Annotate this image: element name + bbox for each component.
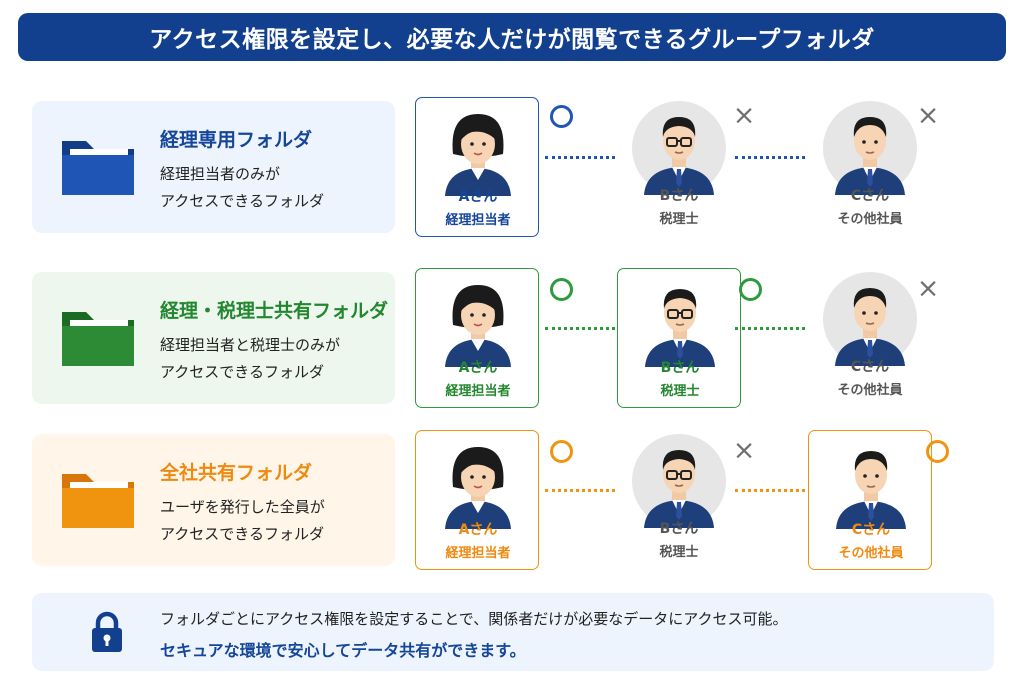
man-glasses-avatar-icon (632, 101, 726, 195)
person-a: Aさん 経理担当者 (415, 268, 539, 408)
folder-card: 経理専用フォルダ 経理担当者のみが アクセスできるフォルダ (32, 101, 395, 233)
info-note: フォルダごとにアクセス権限を設定することで、関係者だけが必要なデータにアクセス可… (32, 593, 994, 671)
person-c: Cさん その他社員 (808, 97, 932, 237)
access-allowed-icon (737, 276, 763, 302)
person-name: Aさん (458, 189, 498, 205)
folder-card: 経理・税理士共有フォルダ 経理担当者と税理士のみが アクセスできるフォルダ (32, 272, 395, 404)
person-name: Bさん (659, 521, 699, 537)
man-glasses-avatar-icon (645, 289, 715, 367)
access-allowed-icon (548, 438, 574, 464)
person-name: Aさん (458, 360, 498, 376)
person-b: Bさん 税理士 (617, 268, 741, 408)
connector-line (735, 156, 805, 159)
man-glasses-avatar-icon (632, 434, 726, 528)
person-role: 税理士 (660, 384, 700, 399)
access-denied-icon: × (732, 100, 756, 131)
person-name: Aさん (458, 522, 498, 538)
note-text: フォルダごとにアクセス権限を設定することで、関係者だけが必要なデータにアクセス可… (160, 610, 788, 628)
folder-icon (62, 141, 134, 195)
person-role: その他社員 (838, 546, 904, 561)
folder-description: ユーザを発行した全員が アクセスできるフォルダ (160, 498, 325, 543)
folder-icon (62, 312, 134, 366)
connector-line (545, 489, 615, 492)
person-role: 税理士 (659, 212, 699, 227)
person-a: Aさん 経理担当者 (415, 97, 539, 237)
folder-card: 全社共有フォルダ ユーザを発行した全員が アクセスできるフォルダ (32, 434, 395, 566)
woman-avatar-icon (445, 447, 511, 529)
person-role: 経理担当者 (445, 213, 511, 228)
access-allowed-icon (548, 276, 574, 302)
access-denied-icon: × (916, 100, 940, 131)
folder-icon (62, 474, 134, 528)
note-highlight: セキュアな環境で安心してデータ共有ができます。 (160, 641, 526, 660)
folder-row-accounting: 経理専用フォルダ 経理担当者のみが アクセスできるフォルダ Aさん 経理担当者 (0, 97, 1024, 237)
person-name: Bさん (660, 360, 700, 376)
folder-name: 経理・税理士共有フォルダ (160, 300, 389, 322)
person-name: Cさん (850, 359, 890, 375)
connector-line (735, 489, 805, 492)
man-avatar-icon (836, 451, 906, 529)
person-name: Cさん (850, 188, 890, 204)
person-role: 経理担当者 (445, 384, 511, 399)
person-c: Cさん その他社員 (808, 430, 932, 570)
person-role: 税理士 (659, 545, 699, 560)
folder-name: 全社共有フォルダ (160, 462, 313, 484)
connector-line (735, 327, 805, 330)
person-name: Bさん (659, 188, 699, 204)
person-c: Cさん その他社員 (808, 268, 932, 408)
access-allowed-icon (924, 438, 950, 464)
person-role: 経理担当者 (445, 546, 511, 561)
woman-avatar-icon (445, 114, 511, 196)
person-a: Aさん 経理担当者 (415, 430, 539, 570)
person-role: その他社員 (837, 383, 903, 398)
connector-line (545, 327, 615, 330)
person-name: Cさん (851, 522, 891, 538)
title-banner: アクセス権限を設定し、必要な人だけが閲覧できるグループフォルダ (18, 13, 1006, 61)
woman-avatar-icon (445, 285, 511, 367)
lock-icon (92, 611, 122, 652)
access-denied-icon: × (916, 273, 940, 304)
page-title: アクセス権限を設定し、必要な人だけが閲覧できるグループフォルダ (149, 27, 875, 53)
folder-description: 経理担当者のみが アクセスできるフォルダ (160, 165, 324, 210)
access-allowed-icon (548, 103, 574, 129)
man-avatar-icon (823, 272, 917, 366)
person-role: その他社員 (837, 212, 903, 227)
folder-row-company-wide: 全社共有フォルダ ユーザを発行した全員が アクセスできるフォルダ Aさん 経理担… (0, 430, 1024, 570)
man-avatar-icon (823, 101, 917, 195)
folder-row-accounting-tax: 経理・税理士共有フォルダ 経理担当者と税理士のみが アクセスできるフォルダ Aさ… (0, 268, 1024, 408)
person-b: Bさん 税理士 (617, 97, 741, 237)
connector-line (545, 156, 615, 159)
folder-description: 経理担当者と税理士のみが アクセスできるフォルダ (160, 336, 341, 381)
folder-name: 経理専用フォルダ (160, 129, 313, 151)
person-b: Bさん 税理士 (617, 430, 741, 570)
access-denied-icon: × (732, 435, 756, 466)
